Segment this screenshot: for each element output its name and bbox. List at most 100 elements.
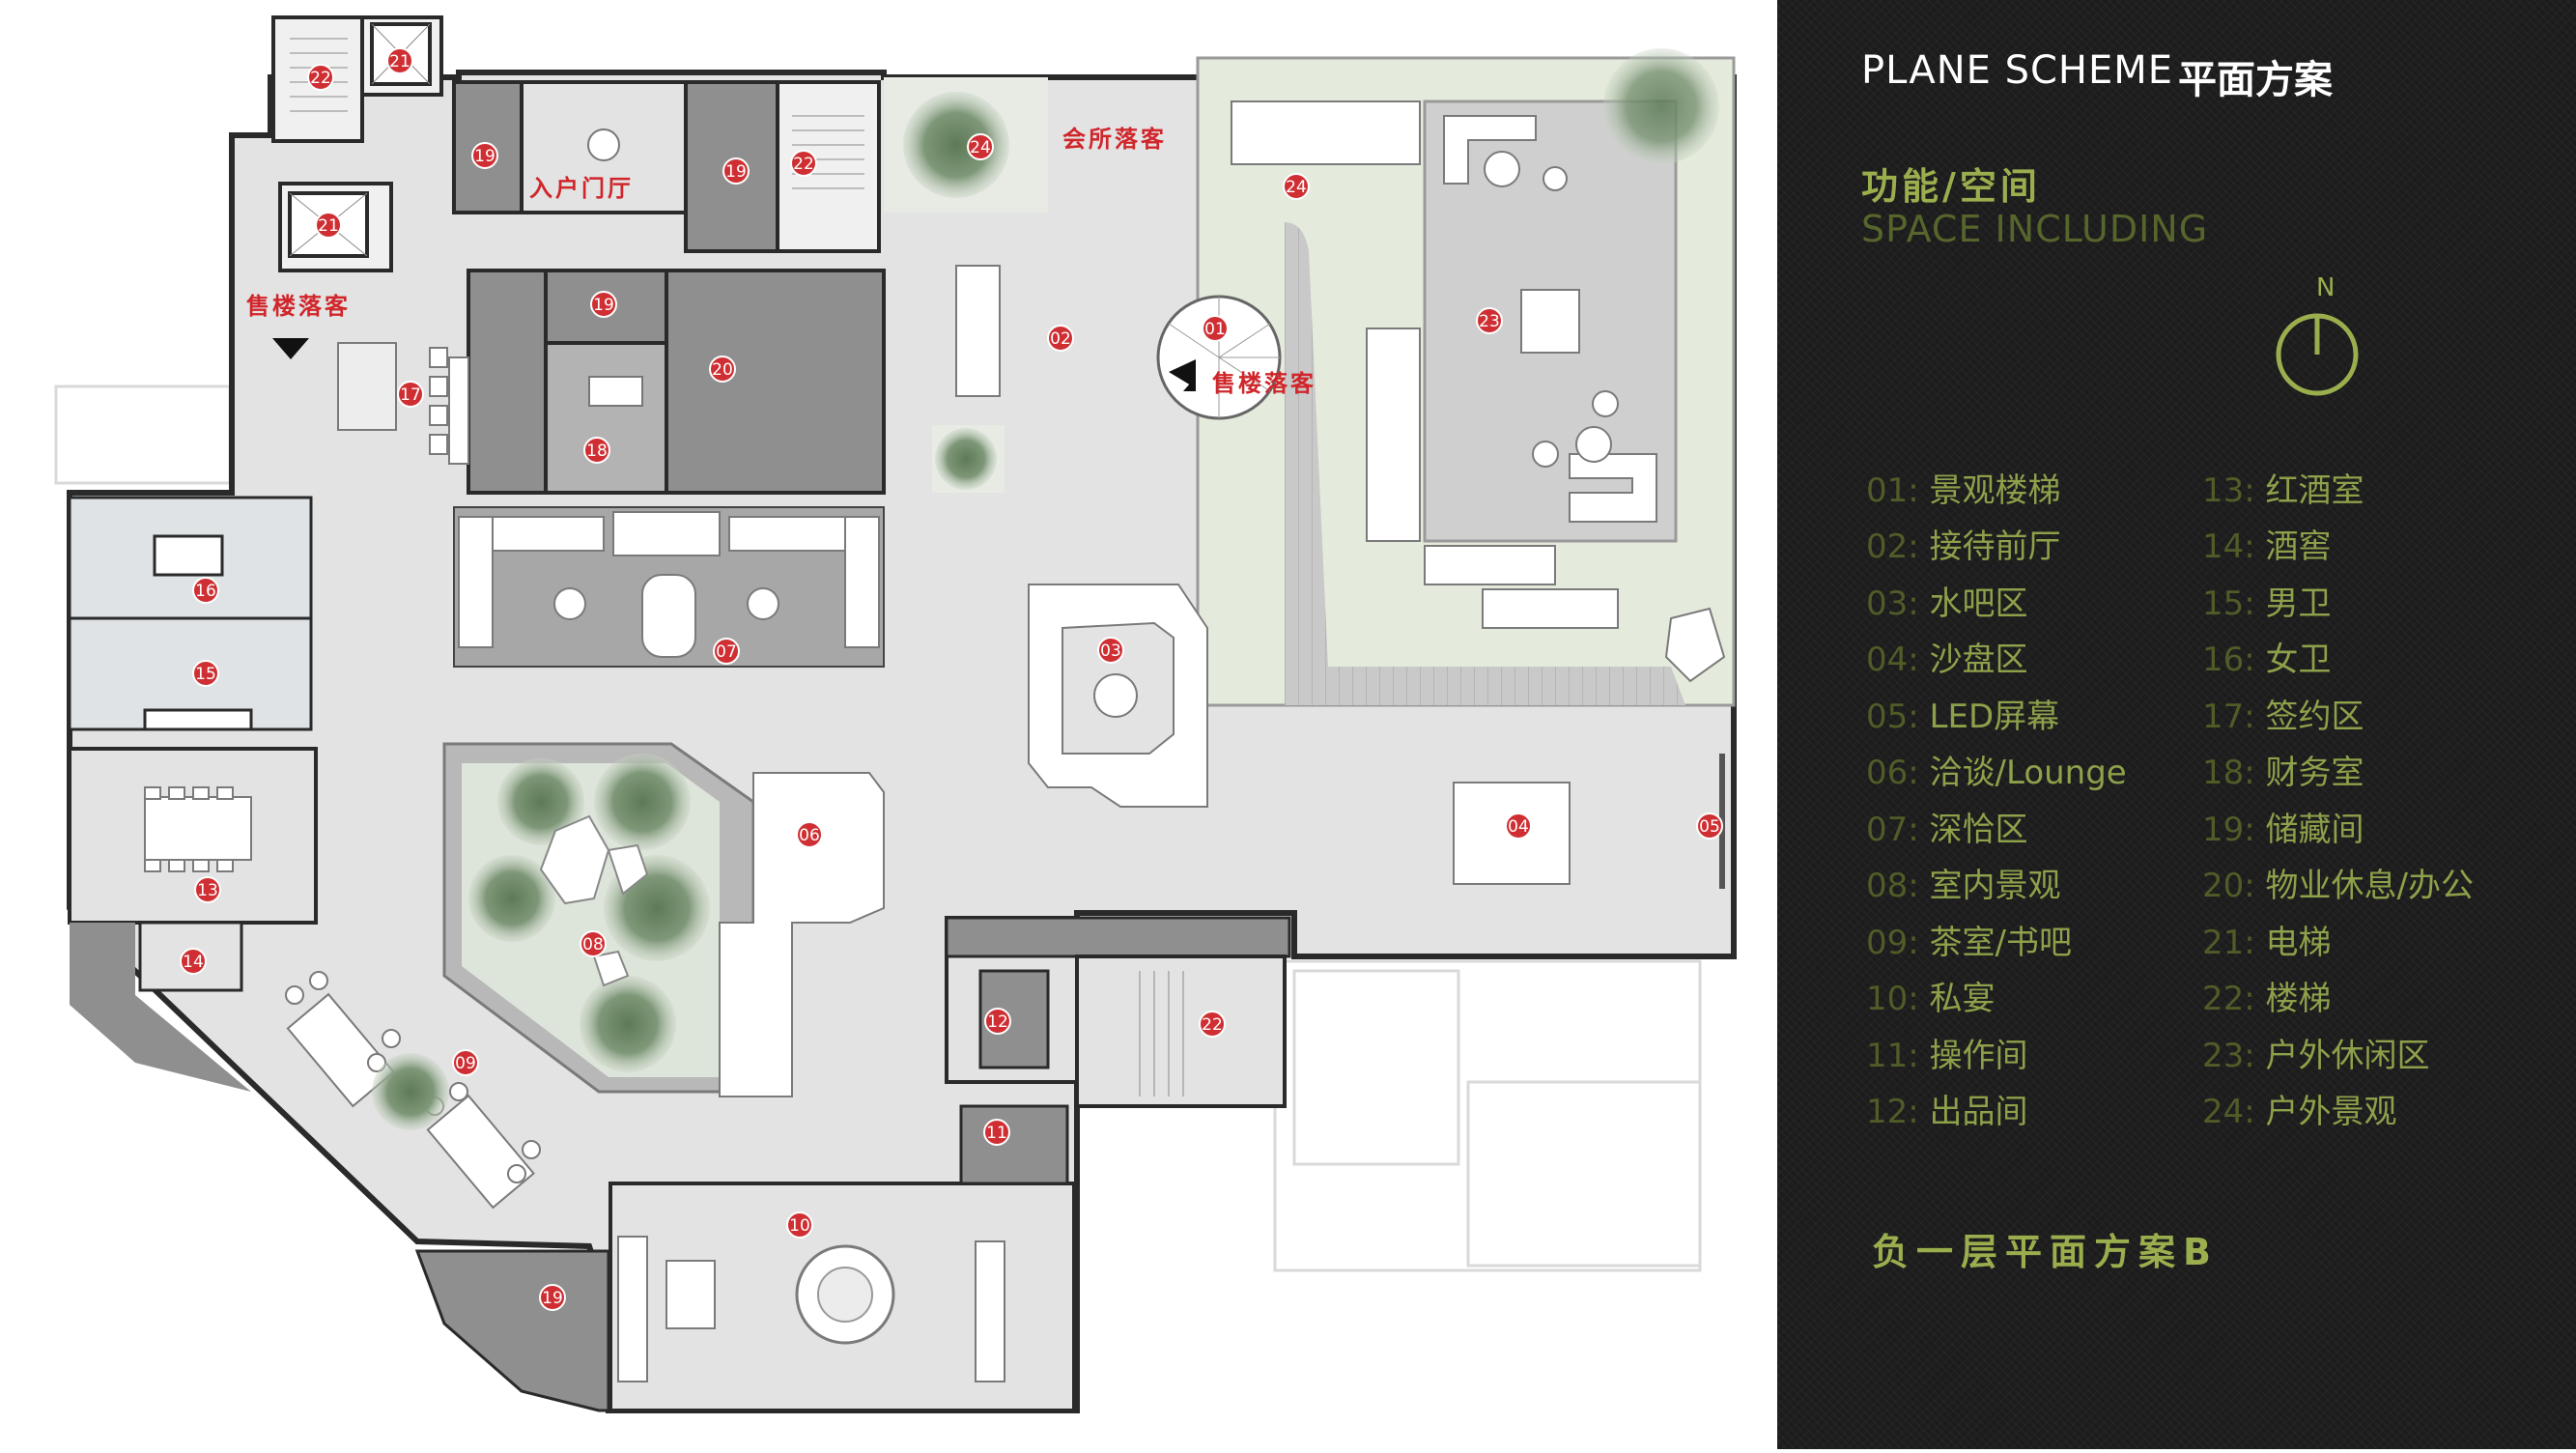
svg-text:04: 04 [1508,817,1529,837]
room-marker-05: 05 [1696,812,1723,840]
label-sales-drop-left: 售楼落客 [246,293,351,320]
toilets [68,496,313,731]
dining-lazy-susan [817,1267,873,1323]
room-marker-06: 06 [796,821,823,848]
entrance-hall [520,80,688,214]
svg-text:16: 16 [195,582,216,601]
entrance-hall-table [587,128,620,161]
room-marker-02: 02 [1047,325,1074,352]
floor-plan: 售楼落客 入户门厅 会所落客 售楼落客 01 02 03 04 05 06 07… [54,15,1737,1413]
room-marker-24b: 24 [1283,173,1310,200]
svg-text:03: 03 [1100,641,1121,661]
room-marker-12: 12 [984,1008,1011,1035]
room-marker-09: 09 [452,1049,479,1076]
room-marker-22c: 22 [1199,1011,1226,1038]
room-marker-21a: 21 [386,47,413,74]
svg-text:17: 17 [400,385,421,405]
label-club-drop: 会所落客 [1062,126,1167,153]
svg-text:15: 15 [195,665,216,684]
legend-item: 11: 操作间 [1866,1037,2028,1075]
svg-text:08: 08 [582,935,604,954]
courtyard-tree-5 [580,976,676,1072]
svg-text:19: 19 [593,296,614,315]
operation-room [959,1104,1069,1185]
svg-text:14: 14 [183,953,204,972]
storage-wedge [414,1249,610,1412]
floor-plan-drawing: 售楼落客 入户门厅 会所落客 售楼落客 01 02 03 04 05 06 07… [54,15,1737,1413]
room-marker-22b: 22 [790,150,817,177]
svg-text:07: 07 [716,642,737,662]
svg-text:12: 12 [987,1012,1008,1032]
room-marker-14: 14 [180,948,207,975]
svg-text:24: 24 [1286,178,1307,197]
wine-cellar [138,921,243,992]
svg-text:22: 22 [310,69,331,88]
finance-desk [588,376,643,407]
svg-text:20: 20 [712,360,733,380]
svg-text:01: 01 [1204,320,1226,339]
svg-text:11: 11 [986,1124,1007,1143]
legend-panel: PLANE SCHEME 平面方案 功能/空间 SPACE INCLUDING … [1777,0,2576,1449]
drop-off-arrow-right-b [1169,359,1196,388]
svg-text:24: 24 [970,138,991,157]
tea-room-tree [372,1053,449,1130]
lounge-bar [719,772,885,1097]
svg-text:05: 05 [1699,817,1720,837]
room-marker-24a: 24 [967,133,994,160]
office-corridor [467,269,548,495]
legend-item: 19: 储藏间 [2202,811,2364,849]
courtyard-tree-3 [468,855,555,942]
label-sales-drop-right: 售楼落客 [1212,370,1316,397]
room-marker-19c: 19 [590,291,617,318]
room-marker-11: 11 [983,1119,1010,1146]
svg-text:18: 18 [586,442,608,461]
svg-text:21: 21 [318,216,339,236]
dining-sofa [617,1236,1005,1382]
svg-text:23: 23 [1479,312,1500,331]
courtyard-tree-1 [497,758,584,845]
lounge-sofas [458,511,880,658]
svg-text:02: 02 [1050,329,1071,349]
wine-table [144,786,252,872]
legend-item: 16: 女卫 [2202,641,2332,679]
room-marker-19a: 19 [471,142,498,169]
legend-item: 06: 洽谈/Lounge [1866,754,2127,792]
legend-item: 03: 水吧区 [1866,584,2028,623]
legend-item: 24: 户外景观 [2202,1093,2397,1131]
room-marker-15: 15 [192,660,219,687]
terrace-tree [1603,48,1719,164]
room-marker-13: 13 [194,876,221,903]
room-marker-17: 17 [397,381,424,408]
subtitle-en: SPACE INCLUDING [1861,208,2209,250]
deck-strip [1285,222,1685,705]
compass-north-label: N [2316,273,2335,302]
legend-item: 12: 出品间 [1866,1093,2028,1131]
room-marker-16: 16 [192,577,219,604]
back-stair-hatch [1139,971,1184,1097]
legend-item: 04: 沙盘区 [1866,641,2028,679]
title-cn: 平面方案 [2178,58,2333,102]
lobby-planter-tree [935,428,997,490]
legend-item: 14: 酒窖 [2202,527,2332,566]
water-bar-table [1093,673,1138,718]
svg-text:19: 19 [542,1289,563,1308]
courtyard-rocks [539,814,649,987]
landscape-stair-treads [1168,297,1280,418]
room-marker-19d: 19 [539,1284,566,1311]
legend-item: 13: 红酒室 [2202,471,2364,510]
top-garden-tree [903,92,1009,198]
svg-text:19: 19 [474,147,495,166]
legend-item: 23: 户外休闲区 [2202,1037,2430,1075]
finance-room [544,341,668,495]
svg-text:22: 22 [793,155,814,174]
legend-item: 10: 私宴 [1866,980,1996,1018]
room-marker-08: 08 [580,930,607,957]
room-marker-10: 10 [786,1211,813,1239]
legend-item: 18: 财务室 [2202,754,2364,792]
terrace-furniture [1231,100,1726,683]
room-marker-20: 20 [709,356,736,383]
room-marker-18: 18 [583,437,610,464]
svg-text:13: 13 [197,881,218,900]
room-marker-07: 07 [713,638,740,665]
subtitle-cn: 功能/空间 [1861,165,2041,208]
